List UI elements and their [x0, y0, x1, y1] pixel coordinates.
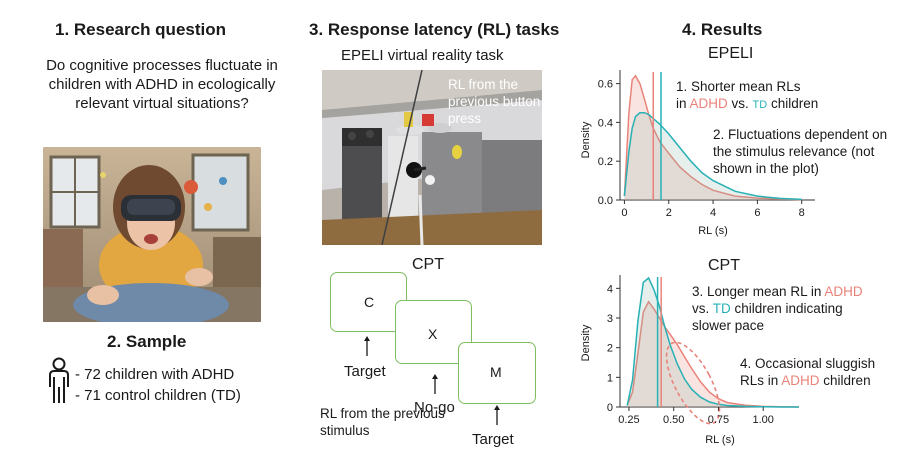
adhd-term: ADHD: [689, 96, 728, 111]
y-tick-label: 0.6: [598, 79, 613, 91]
cpt-label-nogo: No-go: [414, 399, 455, 416]
cpt-ann4-rls: RLs in: [740, 373, 782, 388]
cpt-ann3-line1: 3. Longer mean RL in ADHD: [692, 283, 863, 300]
person-icon: [49, 357, 69, 403]
adhd-term: ADHD: [824, 284, 863, 299]
x-axis-label: RL (s): [698, 225, 728, 237]
cpt-density-chart: 0.25 0.50 0.75 1.00 0 1 2 3 4 RL (s) Density: [580, 275, 800, 446]
cpt-label-target-1: Target: [344, 363, 386, 380]
density-fill-adhd: [624, 75, 802, 200]
x-tick-label: 0.75: [708, 414, 729, 426]
arrow-up-icon: [494, 405, 500, 425]
y-tick-label: 2: [607, 343, 613, 355]
y-tick-label: 0: [607, 402, 613, 414]
epeli-density-chart: 0 2 4 6 8 0.0 0.2 0.4 0.6 RL (s) Density: [580, 70, 815, 237]
epeli-ann1-vs: vs.: [727, 96, 753, 111]
cpt-stimulus-m: [458, 342, 536, 404]
cpt-ann4-children: children: [819, 373, 871, 388]
cpt-label-target-2: Target: [472, 431, 514, 448]
y-tick-label: 3: [607, 313, 613, 325]
epeli-ann1-line2: in ADHD vs. TD children: [676, 95, 818, 114]
x-tick-label: 4: [710, 207, 716, 219]
research-question-header: 1. Research question: [55, 20, 227, 39]
arrow-up-icon: [432, 374, 438, 394]
y-tick-label: 1: [607, 372, 613, 384]
results-header: 4. Results: [682, 20, 763, 39]
cpt-letter-x: X: [428, 326, 438, 342]
y-tick-label: 0.2: [598, 156, 613, 168]
td-term: TD: [752, 99, 768, 111]
cpt-ann3-text2: children indicating: [730, 301, 843, 316]
cpt-rl-caption: RL from the previous stimulus: [320, 406, 445, 438]
epeli-kitchen-screenshot: [322, 70, 542, 245]
epeli-ann1-line1: 1. Shorter mean RLs: [676, 79, 801, 94]
epeli-annotation-2: 2. Fluctuations dependent on the stimulu…: [713, 127, 888, 176]
sluggish-rl-highlight: [665, 341, 721, 425]
cpt-letter-c: C: [364, 294, 375, 310]
x-tick-label: 0: [621, 207, 627, 219]
x-tick-label: 6: [754, 207, 760, 219]
cpt-ann3-text1: 3. Longer mean RL in: [692, 284, 825, 299]
density-line-adhd: [626, 300, 800, 408]
cpt-ann3-line3: slower pace: [692, 318, 765, 333]
cpt-chart-title: CPT: [708, 257, 740, 274]
cpt-annotation-4: 4. Occasional sluggish RLs in ADHD child…: [740, 355, 875, 389]
rl-tasks-header: 3. Response latency (RL) tasks: [309, 20, 560, 39]
density-line-adhd: [623, 74, 802, 201]
cpt-ann3-line2: vs. TD children indicating: [692, 300, 863, 317]
x-tick-label: 1.00: [752, 414, 773, 426]
arrow-up-icon: [364, 336, 370, 356]
sample-line-td: - 71 control children (TD): [75, 387, 241, 404]
td-term: TD: [712, 301, 731, 316]
x-tick-label: 2: [666, 207, 672, 219]
adhd-term: ADHD: [781, 373, 820, 388]
epeli-ann1-in: in: [676, 96, 690, 111]
epeli-chart-title: EPELI: [708, 45, 754, 62]
density-line-td: [623, 111, 802, 201]
vr-child-illustration: [43, 147, 261, 322]
y-axis-label: Density: [580, 324, 592, 361]
density-fill-adhd: [627, 301, 799, 407]
cpt-ann4-line1: 4. Occasional sluggish: [740, 356, 876, 371]
x-tick-label: 8: [799, 207, 805, 219]
sample-header: 2. Sample: [107, 332, 187, 351]
research-question-text: Do cognitive processes fluctuate in chil…: [46, 57, 278, 112]
y-tick-label: 0.4: [598, 117, 613, 129]
epeli-vr-title: EPELI virtual reality task: [341, 47, 504, 64]
cpt-task-title: CPT: [412, 256, 444, 273]
x-tick-label: 0.50: [663, 414, 684, 426]
y-axis-label: Density: [580, 121, 592, 158]
epeli-ann1-children: children: [767, 96, 819, 111]
cpt-annotation-3: 3. Longer mean RL in ADHD vs. TD childre…: [692, 283, 863, 334]
y-tick-label: 0.0: [598, 195, 613, 207]
x-axis-label: RL (s): [705, 434, 735, 446]
epeli-annotation-1: 1. Shorter mean RLs in ADHD vs. TD child…: [676, 78, 818, 114]
density-line-td: [626, 276, 799, 408]
vr-rl-caption: RL from the previous button press: [448, 77, 541, 126]
y-tick-label: 4: [607, 283, 613, 295]
cpt-letter-m: M: [490, 364, 502, 380]
sample-line-adhd: - 72 children with ADHD: [75, 366, 235, 383]
x-tick-label: 0.25: [618, 414, 639, 426]
cpt-ann3-vs: vs.: [692, 301, 713, 316]
cpt-ann4-line2: RLs in ADHD children: [740, 372, 875, 389]
